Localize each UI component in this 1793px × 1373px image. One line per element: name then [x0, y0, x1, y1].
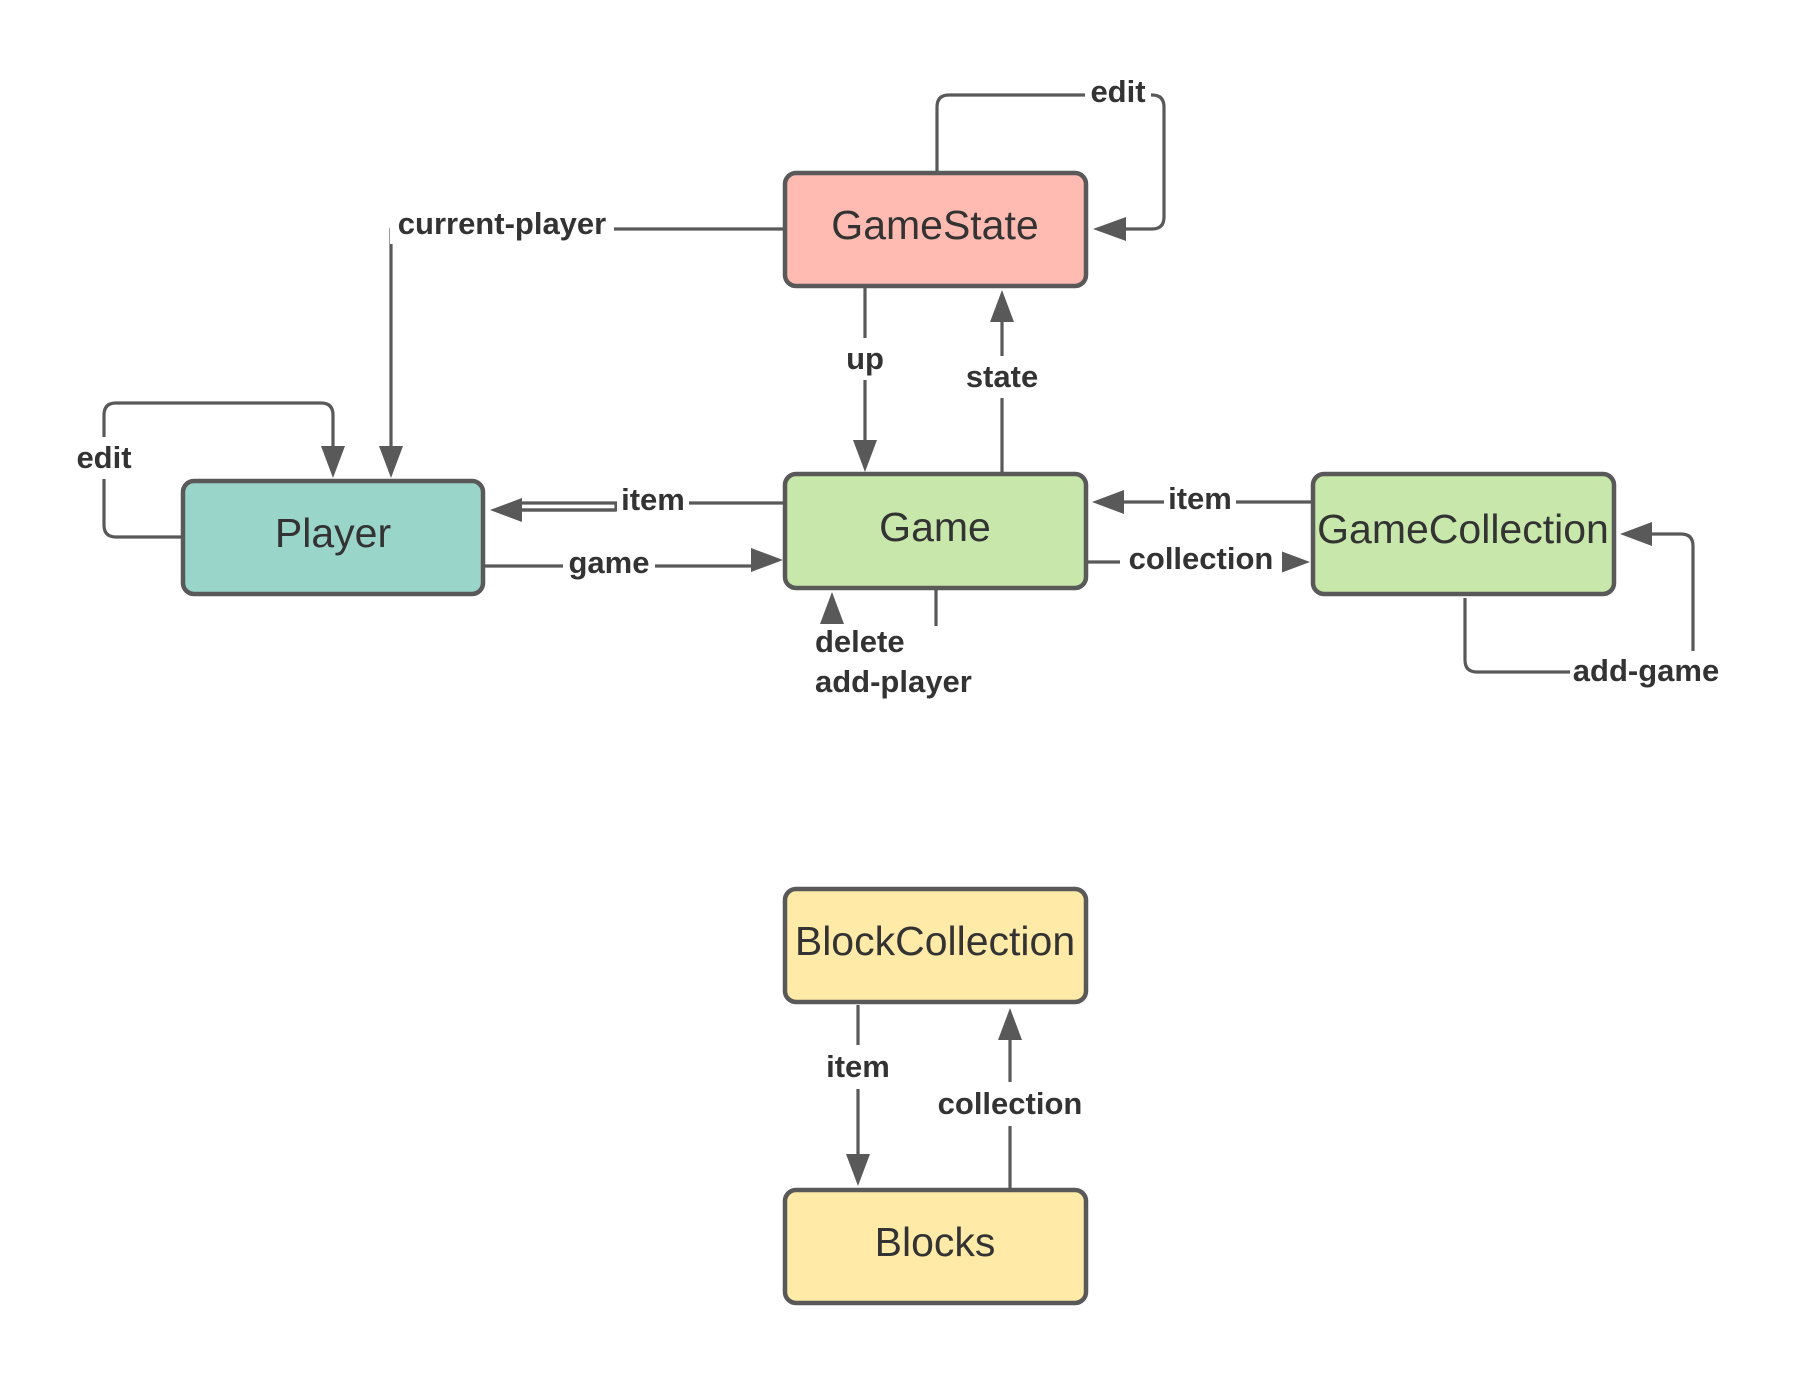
node-label-gamecollection: GameCollection	[1317, 506, 1609, 552]
edge-label-up: up	[846, 341, 884, 376]
arrowhead-icon	[379, 446, 403, 478]
node-game: Game	[782, 471, 1089, 591]
arrowhead-icon	[1093, 217, 1126, 241]
arrowhead-icon	[1620, 522, 1652, 546]
node-gamestate: GameState	[782, 170, 1089, 289]
edge-label-delete: delete	[815, 624, 905, 659]
edge-player-to-game: game	[484, 543, 783, 583]
edge-current-player: current-player	[379, 204, 785, 478]
edge-add-game: add-game	[1463, 522, 1722, 691]
edge-game-to-gamecollection: collection	[1087, 539, 1310, 579]
edge-label-gamecollection-to-game-item: item	[1168, 481, 1232, 516]
edge-label-game-to-player-item: item	[621, 482, 685, 517]
edge-delete-add-player: delete add-player	[815, 590, 972, 699]
edge-label-add-game: add-game	[1573, 653, 1719, 688]
node-box	[782, 170, 1089, 289]
edge-label-player-edit: edit	[76, 440, 131, 475]
arrowhead-icon	[1092, 490, 1124, 514]
edge-label-player-to-game: game	[569, 545, 650, 580]
edge-gamecollection-to-game-item: item	[1092, 479, 1313, 519]
node-label-blockcollection: BlockCollection	[795, 918, 1075, 964]
arrowhead-icon	[998, 1008, 1022, 1040]
edge-state: state	[958, 290, 1046, 474]
edge-player-edit: edit	[70, 401, 345, 539]
arrowhead-icon	[846, 1154, 870, 1186]
node-player: Player	[180, 478, 486, 597]
node-box	[782, 471, 1089, 591]
arrowhead-icon	[490, 498, 522, 522]
edge-game-to-player-item: item	[490, 480, 785, 522]
arrowhead-icon	[820, 592, 844, 624]
node-gamecollection: GameCollection	[1310, 471, 1617, 597]
edge-gamestate-edit: edit	[935, 72, 1166, 241]
edge-label-state: state	[966, 359, 1038, 394]
edge-block-collection: collection	[928, 1008, 1092, 1188]
edge-block-item: item	[818, 1005, 898, 1186]
edge-label-add-player: add-player	[815, 664, 972, 699]
edge-label-block-collection: collection	[938, 1086, 1083, 1121]
edge-label-block-item: item	[826, 1049, 890, 1084]
node-label-game: Game	[879, 504, 991, 550]
arrowhead-icon	[751, 548, 783, 572]
node-label-player: Player	[275, 510, 391, 556]
edge-label-game-to-gamecollection: collection	[1129, 541, 1274, 576]
node-blockcollection: BlockCollection	[782, 886, 1089, 1005]
edge-label-current-player: current-player	[398, 206, 606, 241]
node-label-blocks: Blocks	[875, 1219, 996, 1265]
arrowhead-icon	[990, 290, 1014, 322]
arrowhead-icon	[853, 440, 877, 472]
node-box	[180, 478, 486, 597]
node-box	[782, 886, 1089, 1005]
edge-up: up	[837, 288, 893, 472]
arrowhead-icon	[1278, 550, 1310, 574]
node-box	[782, 1187, 1089, 1306]
node-label-gamestate: GameState	[831, 202, 1038, 248]
node-blocks: Blocks	[782, 1187, 1089, 1306]
arrowhead-icon	[321, 446, 345, 478]
node-box	[1310, 471, 1617, 597]
edge-label-gamestate-edit: edit	[1090, 74, 1145, 109]
